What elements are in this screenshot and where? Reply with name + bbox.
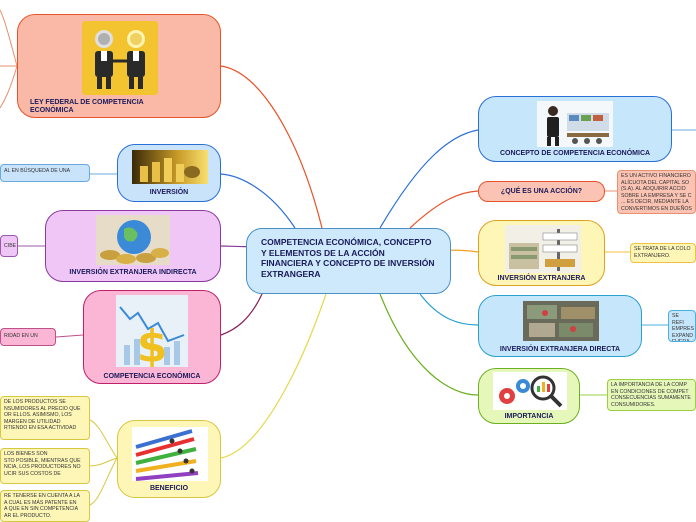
link-inversion <box>219 173 296 229</box>
link-concepto <box>379 129 479 229</box>
note-beneficio-2: LOS BIENES SON STO POSIBLE, MIENTRAS QUE… <box>0 448 90 484</box>
node-importancia[interactable]: IMPORTANCIA <box>478 368 580 424</box>
central-topic[interactable]: COMPETENCIA ECONÓMICA, CONCEPTO Y ELEMEN… <box>246 228 451 294</box>
note-inversion-directa: SE REFI EMPRES EXPAND FUERA D <box>668 310 696 342</box>
central-topic-title: COMPETENCIA ECONÓMICA, CONCEPTO Y ELEMEN… <box>261 237 435 279</box>
node-inversion[interactable]: INVERSIÓN <box>117 144 221 202</box>
note-inversion-extranjera: SE TRATA DE LA COLO EXTRANJERO. <box>630 243 696 263</box>
note-inversion-indirecta: CIBE <box>0 235 18 257</box>
link-inversion-directa <box>419 293 479 326</box>
runners-arrows-icon <box>132 427 208 481</box>
link-beneficio <box>220 293 327 459</box>
link-importancia <box>379 293 479 396</box>
competencia-label: COMPETENCIA ECONÓMICA <box>103 373 201 380</box>
beneficio-label: BENEFICIO <box>149 485 189 492</box>
globe-coins-icon <box>96 215 170 265</box>
ley-federal-label: LEY FEDERAL DE COMPETENCIA ECONÓMICA <box>30 99 144 114</box>
dollar-chart-icon: $ <box>116 295 188 372</box>
signpost-money-icon <box>505 225 581 273</box>
businessmen-lightbulb-icon <box>82 21 158 95</box>
node-inversion-indirecta[interactable]: INVERSIÓN EXTRANJERA INDIRECTA <box>45 210 221 282</box>
importancia-label: IMPORTANCIA <box>504 413 554 420</box>
node-ley-federal[interactable]: LEY FEDERAL DE COMPETENCIA ECONÓMICA <box>17 14 221 118</box>
note-beneficio-3: RE TENERSE EN CUENTA A LA A CUAL ES MÁS … <box>0 490 90 522</box>
node-concepto[interactable]: CONCEPTO DE COMPETENCIA ECONÓMICA <box>478 96 672 162</box>
node-competencia[interactable]: $ COMPETENCIA ECONÓMICA <box>83 290 221 384</box>
note-importancia: LA IMPORTANCIA DE LA COMP EN CONDICIONES… <box>607 379 696 411</box>
inversion-indirecta-label: INVERSIÓN EXTRANJERA INDIRECTA <box>69 269 197 276</box>
concepto-label: CONCEPTO DE COMPETENCIA ECONÓMICA <box>499 150 651 157</box>
node-inversion-directa[interactable]: INVERSIÓN EXTRANJERA DIRECTA <box>478 295 642 357</box>
note-competencia: RIDAD EN UN <box>0 328 56 346</box>
businesswoman-team-icon <box>537 101 613 147</box>
note-accion: ES UN ACTIVO FINANCIERO ALÍCUOTA DEL CAP… <box>617 170 696 214</box>
note-beneficio-1: DE LOS PRODUCTOS SE NSUMIDORES AL PRECIO… <box>0 396 90 440</box>
link-accion <box>409 190 479 229</box>
node-accion[interactable]: ¿QUÉ ES UNA ACCIÓN? <box>478 181 605 202</box>
link-competencia <box>220 293 263 336</box>
accion-label: ¿QUÉ ES UNA ACCIÓN? <box>500 188 583 195</box>
coins-stack-icon <box>132 150 208 184</box>
inversion-directa-label: INVERSIÓN EXTRANJERA DIRECTA <box>499 346 621 353</box>
svg-text:$: $ <box>137 321 168 367</box>
node-inversion-extranjera[interactable]: INVERSIÓN EXTRANJERA <box>478 220 605 286</box>
inversion-label: INVERSIÓN <box>149 189 189 196</box>
gears-magnifier-icon <box>493 372 567 410</box>
link-ley-federal <box>219 65 323 229</box>
inversion-extranjera-label: INVERSIÓN EXTRANJERA <box>497 275 586 282</box>
note-inversion: AL EN BÚSQUEDA DE UNA <box>0 164 90 182</box>
node-beneficio[interactable]: BENEFICIO <box>117 420 221 498</box>
money-map-icon <box>523 301 599 341</box>
